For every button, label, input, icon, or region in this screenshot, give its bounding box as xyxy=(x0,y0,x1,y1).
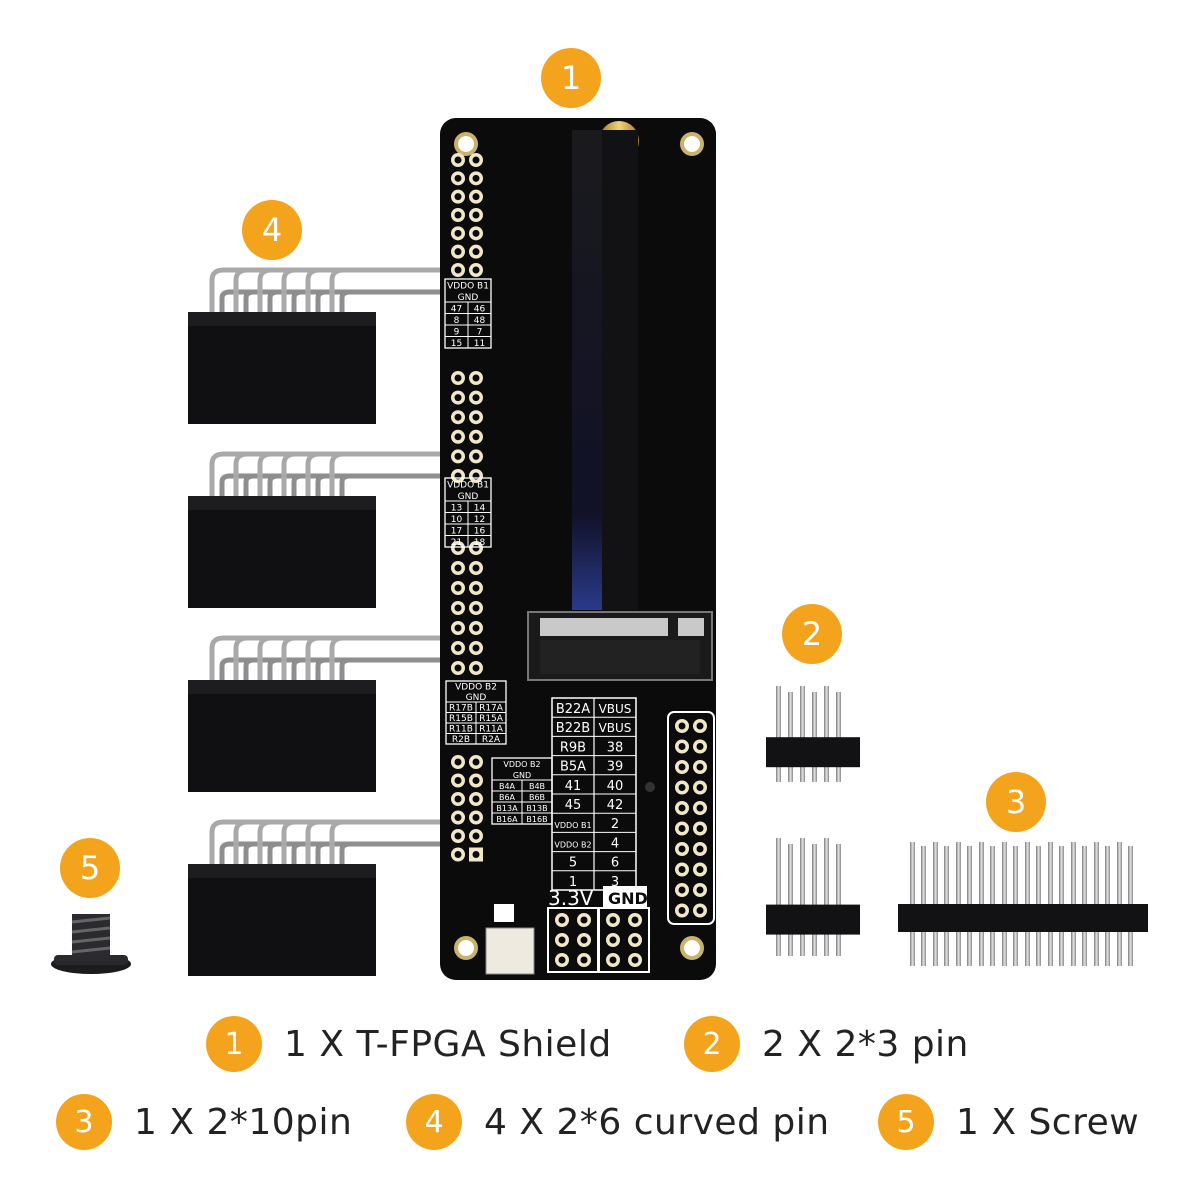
badge-4: 4 xyxy=(242,200,302,260)
silk-sub: GND xyxy=(513,771,531,780)
silk-cell: 18 xyxy=(474,538,486,548)
legend-text: 1 X Screw xyxy=(956,1101,1140,1143)
silk-title: VDDO B1 xyxy=(447,481,489,491)
screw xyxy=(51,914,131,974)
2x3-pin-headers xyxy=(766,686,860,956)
table-cell: 5 xyxy=(569,856,577,871)
silk-cell: 21 xyxy=(451,538,462,548)
silk-cell: 14 xyxy=(474,504,486,514)
silk-cell: 11 xyxy=(474,339,485,349)
silk-cell: 7 xyxy=(477,328,483,338)
silk-title: VDDO B2 xyxy=(455,683,497,693)
pin-header-2x3 xyxy=(766,686,860,782)
table-cell: VDDO B2 xyxy=(554,840,591,849)
silk-title: VDDO B2 xyxy=(503,760,540,769)
silk-cell: 15 xyxy=(451,339,462,349)
table-cell: VBUS xyxy=(599,702,632,716)
curved-header xyxy=(188,819,498,976)
silk-cell: 10 xyxy=(451,515,463,525)
silk-cell: 9 xyxy=(454,328,460,338)
legend-badge: 3 xyxy=(56,1094,112,1150)
silk-cell: B13A xyxy=(496,804,518,813)
silk-title: VDDO B1 xyxy=(447,282,489,292)
legend-text: 1 X 2*10pin xyxy=(134,1101,353,1143)
table-cell: VBUS xyxy=(599,721,632,735)
legend-badge: 2 xyxy=(684,1016,740,1072)
silk-cell: R17A xyxy=(479,704,504,714)
table-cell: 42 xyxy=(607,798,624,813)
table-cell: 38 xyxy=(607,740,624,755)
curved-pin-headers xyxy=(188,267,498,976)
legend-text: 4 X 2*6 curved pin xyxy=(484,1101,830,1143)
silk-sub: GND xyxy=(458,293,479,303)
table-cell: VDDO B1 xyxy=(554,821,591,830)
table-cell: 4 xyxy=(611,836,619,851)
table-cell: B5A xyxy=(560,760,586,775)
legend-item-2: 2 2 X 2*3 pin xyxy=(684,1016,969,1072)
table-cell: 41 xyxy=(565,779,582,794)
legend-badge: 5 xyxy=(878,1094,934,1150)
silk-cell: 12 xyxy=(474,515,485,525)
silk-cell: R2A xyxy=(482,735,501,745)
badge-5: 5 xyxy=(60,838,120,898)
silk-cell: 13 xyxy=(451,504,462,514)
table-cell: 40 xyxy=(607,779,624,794)
curved-header xyxy=(188,635,498,792)
m2-connector xyxy=(527,611,713,681)
silk-sub: GND xyxy=(458,492,479,502)
table-cell: B22A xyxy=(556,702,590,717)
badge-1: 1 xyxy=(541,48,601,108)
silk-cell: B16B xyxy=(526,815,547,824)
table-cell: 6 xyxy=(611,856,619,871)
silk-cell: B16A xyxy=(496,815,518,824)
silk-sub: GND xyxy=(466,693,487,703)
table-cell: 39 xyxy=(607,760,624,775)
silk-cell: R2B xyxy=(452,735,470,745)
badge-2: 2 xyxy=(782,604,842,664)
legend-item-5: 5 1 X Screw xyxy=(878,1094,1139,1150)
curved-header xyxy=(188,267,498,424)
legend-text: 2 X 2*3 pin xyxy=(762,1023,969,1065)
2x10-pin-header xyxy=(898,842,1148,966)
legend-item-3: 3 1 X 2*10pin xyxy=(56,1094,352,1150)
silk-cell: 8 xyxy=(454,316,460,326)
silk-cell: 48 xyxy=(474,316,486,326)
silk-cell: B4B xyxy=(529,782,545,791)
curved-header xyxy=(188,451,498,608)
legend-text: 1 X T-FPGA Shield xyxy=(284,1023,612,1065)
pin-header-2x3 xyxy=(766,838,860,956)
silk-cell: R15A xyxy=(479,714,504,724)
silk-cell: B4A xyxy=(499,782,516,791)
legend-item-4: 4 4 X 2*6 curved pin xyxy=(406,1094,830,1150)
table-cell: 3 xyxy=(611,875,619,890)
legend-badge: 1 xyxy=(206,1016,262,1072)
table-cell: 2 xyxy=(611,817,619,832)
silk-cell: 46 xyxy=(474,305,486,315)
silk-cell: R15B xyxy=(449,714,473,724)
table-cell: 45 xyxy=(565,798,582,813)
silk-cell: B6B xyxy=(529,793,545,802)
silk-cell: 47 xyxy=(451,305,462,315)
legend-item-1: 1 1 X T-FPGA Shield xyxy=(206,1016,612,1072)
table-cell: 1 xyxy=(569,875,577,890)
silk-cell: 17 xyxy=(451,527,462,537)
badge-3: 3 xyxy=(986,772,1046,832)
table-cell: R9B xyxy=(560,740,586,755)
power-label: 3.3V xyxy=(548,886,594,910)
legend-badge: 4 xyxy=(406,1094,462,1150)
silk-cell: R11A xyxy=(479,725,504,735)
table-cell: B22B xyxy=(556,721,590,736)
silk-cell: R11B xyxy=(449,725,473,735)
jst-connector xyxy=(485,927,535,975)
silk-cell: 16 xyxy=(474,527,486,537)
silk-cell: B6A xyxy=(499,793,516,802)
gnd-label: GND xyxy=(608,889,648,908)
silk-cell: B13B xyxy=(526,804,547,813)
silk-cell: R17B xyxy=(449,704,473,714)
